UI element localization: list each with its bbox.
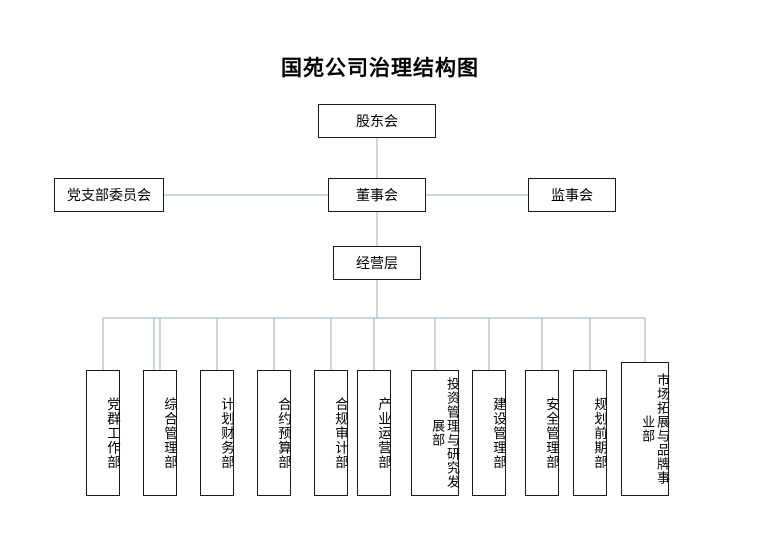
node-board-of-directors[interactable]: 董事会 (328, 178, 426, 212)
node-dept-safety-management[interactable]: 安全管理部 (525, 370, 559, 496)
node-dept-investment-management-research[interactable]: 投资管理与研究发展部 (411, 370, 459, 496)
node-label: 建设管理部 (490, 396, 506, 470)
node-label: 规划前期部 (591, 396, 607, 470)
node-dept-party-mass-work[interactable]: 党群工作部 (86, 370, 120, 496)
node-label: 合规审计部 (332, 396, 348, 470)
node-dept-planning-finance[interactable]: 计划财务部 (200, 370, 234, 496)
node-dept-planning-preliminary[interactable]: 规划前期部 (573, 370, 607, 496)
node-dept-industry-operations[interactable]: 产业运营部 (357, 370, 391, 496)
node-dept-compliance-audit[interactable]: 合规审计部 (314, 370, 348, 496)
node-label: 合约预算部 (275, 396, 291, 470)
node-shareholders[interactable]: 股东会 (318, 104, 436, 138)
node-label: 监事会 (551, 188, 593, 204)
node-management-layer[interactable]: 经营层 (333, 246, 421, 280)
node-label: 董事会 (356, 188, 398, 204)
node-label: 党支部委员会 (67, 188, 151, 204)
node-label: 党群工作部 (104, 396, 120, 470)
node-label: 投资管理与研究发展部 (429, 377, 459, 489)
node-label: 综合管理部 (161, 396, 177, 470)
node-label: 股东会 (356, 114, 398, 130)
node-dept-marketing-brand-business[interactable]: 市场拓展与品牌事业部 (621, 362, 669, 496)
node-party-branch-committee[interactable]: 党支部委员会 (54, 178, 164, 212)
node-label: 安全管理部 (543, 396, 559, 470)
node-label: 市场拓展与品牌事业部 (639, 373, 669, 485)
page-title: 国苑公司治理结构图 (281, 56, 479, 80)
node-dept-general-management[interactable]: 综合管理部 (143, 370, 177, 496)
node-label: 产业运营部 (375, 396, 391, 470)
node-dept-contract-budget[interactable]: 合约预算部 (257, 370, 291, 496)
node-label: 经营层 (356, 256, 398, 272)
node-dept-construction-management[interactable]: 建设管理部 (472, 370, 506, 496)
node-board-of-supervisors[interactable]: 监事会 (528, 178, 616, 212)
node-label: 计划财务部 (218, 396, 234, 470)
